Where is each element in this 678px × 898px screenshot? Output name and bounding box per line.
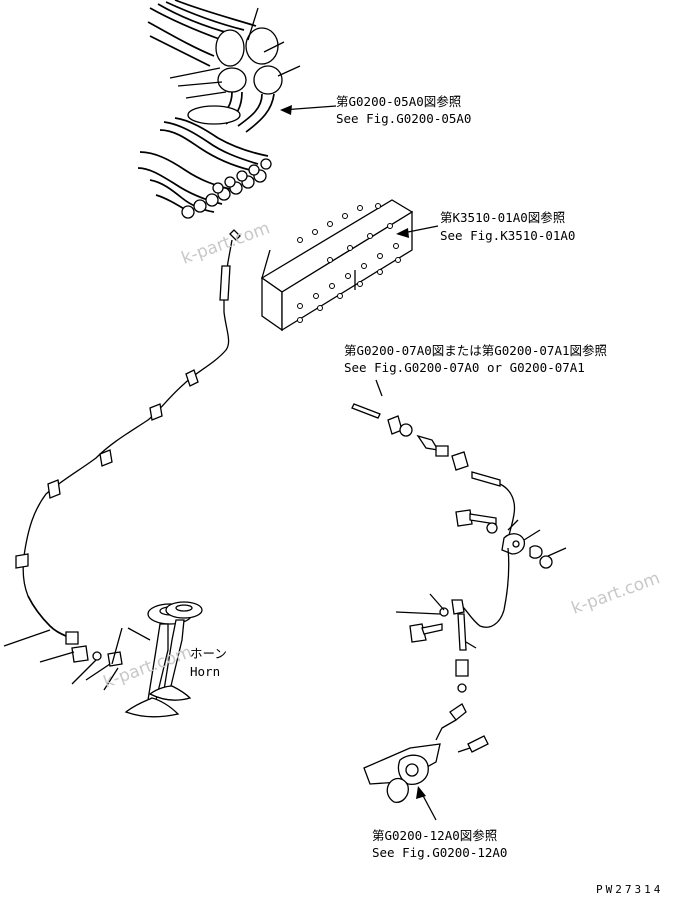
ref-valve-jp: 第K3510-01A0図参照 — [440, 210, 565, 225]
drawing-number: PW27314 — [596, 883, 663, 896]
watermark-3: k-part.com — [569, 568, 663, 618]
horn-line — [3, 229, 241, 691]
right-line — [351, 379, 567, 753]
ref-valve-en: See Fig.K3510-01A0 — [440, 228, 575, 243]
bottom-bracket — [363, 743, 441, 803]
valve-block — [260, 199, 414, 332]
ref-arrow-valve — [396, 225, 439, 238]
watermark-2: k-part.com — [101, 642, 195, 692]
ref-top-en: See Fig.G0200-05A0 — [336, 111, 471, 126]
ref-arrow-top — [280, 105, 337, 115]
watermark-1: k-part.com — [179, 218, 273, 268]
horn-assembly — [124, 601, 203, 718]
horn-label-jp: ホーン — [190, 646, 227, 661]
ref-top-jp: 第G0200-05A0図参照 — [336, 94, 461, 109]
hose-bundle — [137, 0, 301, 219]
ref-right-jp: 第G0200-07A0図または第G0200-07A1図参照 — [344, 343, 607, 358]
ref-bottom-en: See Fig.G0200-12A0 — [372, 845, 507, 860]
ref-arrow-bottom — [416, 786, 437, 821]
horn-label-en: Horn — [190, 664, 220, 679]
ref-bottom-jp: 第G0200-12A0図参照 — [372, 828, 497, 843]
ref-right-en: See Fig.G0200-07A0 or G0200-07A1 — [344, 360, 585, 375]
